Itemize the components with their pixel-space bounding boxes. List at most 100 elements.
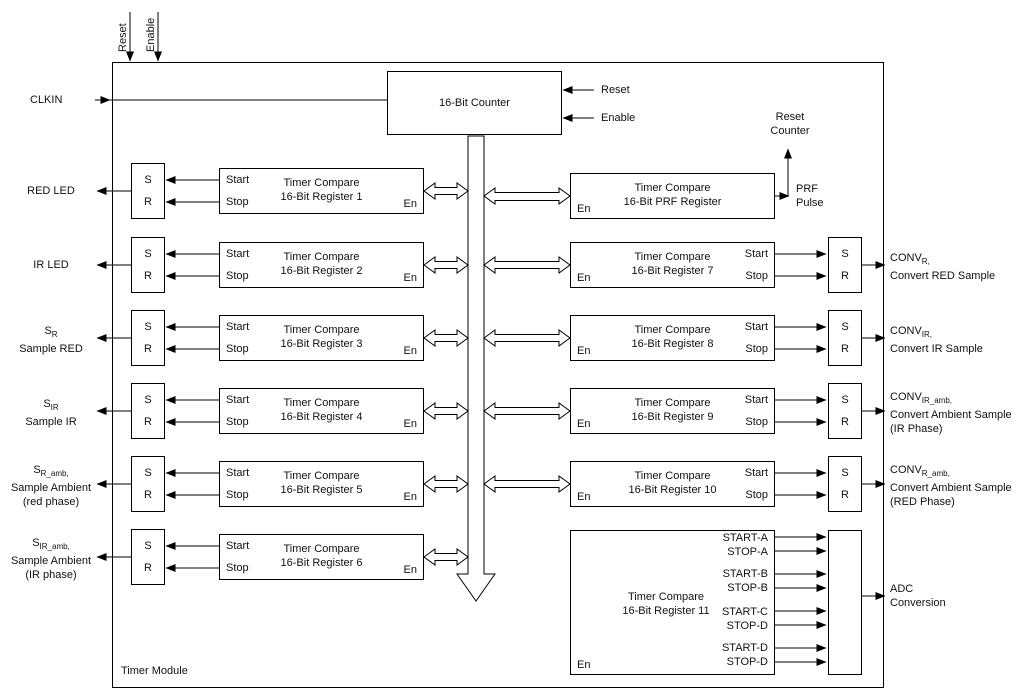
s-label: S <box>841 248 849 260</box>
register-title: Timer Compare 16-Bit Register 11 <box>622 591 710 617</box>
signal-start-d: START-D <box>721 642 768 654</box>
s-label: S <box>144 321 152 333</box>
start-label: Start <box>744 321 768 333</box>
s-label: S <box>144 394 152 406</box>
s-label: S <box>144 174 152 186</box>
timer-module-label: Timer Module <box>121 665 188 677</box>
clkin-label: CLKIN <box>30 94 63 106</box>
start-label: Start <box>744 394 768 406</box>
start-label: Start <box>226 174 250 186</box>
r-label: R <box>144 270 152 282</box>
register-title: Timer Compare 16-Bit Register 8 <box>631 324 714 350</box>
bus-connector <box>423 475 469 493</box>
data-bus <box>423 135 571 602</box>
output-label-conv-red: CONVR, Convert RED Sample <box>890 252 996 283</box>
en-label: En <box>403 345 417 357</box>
counter-box: 16-Bit Counter <box>387 71 562 135</box>
signal-stop-a: STOP-A <box>727 546 768 558</box>
timer-module-box <box>112 62 884 688</box>
signal-start-a: START-A <box>722 532 768 544</box>
s-label: S <box>841 467 849 479</box>
s-label: S <box>841 321 849 333</box>
register-title: Timer Compare 16-Bit Register 5 <box>280 470 363 496</box>
r-label: R <box>841 489 849 501</box>
bus-connector <box>423 402 469 420</box>
timer-register-2: Start Stop Timer Compare 16-Bit Register… <box>219 242 424 288</box>
output-label-ir-led: IR LED <box>33 259 69 271</box>
output-label-conv-ambient-red: CONVR_amb, Convert Ambient Sample (RED P… <box>890 464 1012 509</box>
s-label: S <box>144 467 152 479</box>
sr-latch-ir-led: S R <box>131 237 165 293</box>
counter-title: 16-Bit Counter <box>439 97 510 109</box>
sr-latch-sample-red: S R <box>131 310 165 366</box>
prf-register: Timer Compare 16-Bit PRF Register En <box>570 173 775 219</box>
timer-register-11: Timer Compare 16-Bit Register 11 En STAR… <box>570 530 775 675</box>
sr-latch-sample-ir: S R <box>131 383 165 439</box>
register-title: Timer Compare 16-Bit PRF Register <box>623 182 722 208</box>
stop-label: Stop <box>226 562 249 574</box>
start-label: Start <box>226 467 250 479</box>
start-label: Start <box>744 467 768 479</box>
prf-pulse-label: PRF Pulse <box>796 183 824 209</box>
counter-reset-label: Reset <box>601 84 630 96</box>
r-label: R <box>144 416 152 428</box>
adc-trigger-box <box>828 530 862 675</box>
register-title: Timer Compare 16-Bit Register 2 <box>280 251 363 277</box>
r-label: R <box>144 196 152 208</box>
signal-start-b: START-B <box>722 568 768 580</box>
en-label: En <box>403 491 417 503</box>
stop-label: Stop <box>226 196 249 208</box>
en-label: En <box>577 659 591 671</box>
register-title: Timer Compare 16-Bit Register 6 <box>280 543 363 569</box>
output-label-conv-ir: CONVIR, Convert IR Sample <box>890 325 983 356</box>
stop-label: Stop <box>226 343 249 355</box>
start-label: Start <box>744 248 768 260</box>
signal-stop-d: STOP-D <box>726 656 768 668</box>
adc-conversion-label: ADC Conversion <box>890 583 946 609</box>
sr-latch-conv-ir: S R <box>828 310 862 366</box>
top-enable-label: Enable <box>145 17 157 52</box>
signal-start-c: START-C <box>721 606 768 618</box>
stop-label: Stop <box>745 489 768 501</box>
sr-latch-conv-ambient-red: S R <box>828 456 862 512</box>
output-label-sample-ambient-red: SR_amb, Sample Ambient (red phase) <box>10 464 92 509</box>
stop-label: Stop <box>226 489 249 501</box>
r-label: R <box>841 270 849 282</box>
start-label: Start <box>226 394 250 406</box>
s-label: S <box>144 248 152 260</box>
bus-connector <box>423 256 469 274</box>
sr-latch-sample-ambient-red: S R <box>131 456 165 512</box>
timer-register-8: Start Stop Timer Compare 16-Bit Register… <box>570 315 775 361</box>
output-label-red-led: RED LED <box>27 185 75 197</box>
counter-bus-arrow <box>456 135 496 602</box>
signal-stop-b: STOP-B <box>727 582 768 594</box>
stop-label: Stop <box>745 343 768 355</box>
stop-label: Stop <box>745 416 768 428</box>
register-title: Timer Compare 16-Bit Register 1 <box>280 177 363 203</box>
en-label: En <box>577 345 591 357</box>
timer-register-7: Start Stop Timer Compare 16-Bit Register… <box>570 242 775 288</box>
stop-label: Stop <box>226 270 249 282</box>
start-label: Start <box>226 321 250 333</box>
timer-register-3: Start Stop Timer Compare 16-Bit Register… <box>219 315 424 361</box>
signal-stop-c: STOP-D <box>726 620 768 632</box>
bus-connector <box>423 548 469 566</box>
sr-latch-conv-ambient-ir: S R <box>828 383 862 439</box>
start-label: Start <box>226 540 250 552</box>
bus-connector <box>423 182 469 200</box>
r-label: R <box>841 416 849 428</box>
output-label-sample-ambient-ir: SIR_amb, Sample Ambient (IR phase) <box>10 537 92 582</box>
register-title: Timer Compare 16-Bit Register 10 <box>628 470 717 496</box>
en-label: En <box>577 203 591 215</box>
register-title: Timer Compare 16-Bit Register 7 <box>631 251 714 277</box>
timer-register-5: Start Stop Timer Compare 16-Bit Register… <box>219 461 424 507</box>
en-label: En <box>403 564 417 576</box>
sr-latch-red-led: S R <box>131 163 165 219</box>
reset-counter-label: Reset Counter <box>770 111 810 137</box>
timer-register-6: Start Stop Timer Compare 16-Bit Register… <box>219 534 424 580</box>
en-label: En <box>403 198 417 210</box>
r-label: R <box>144 343 152 355</box>
stop-label: Stop <box>226 416 249 428</box>
